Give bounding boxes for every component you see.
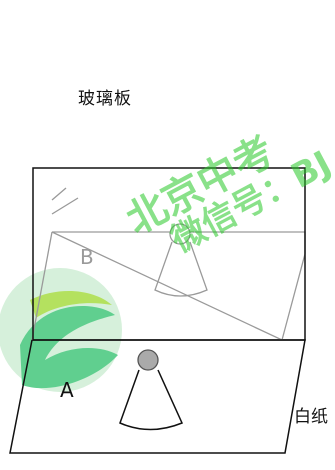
candle-b-body <box>154 241 208 297</box>
candle-b <box>154 223 208 297</box>
logo-swoosh-light <box>30 290 112 318</box>
candle-b-label: B <box>80 245 94 269</box>
watermark-logo <box>0 268 122 392</box>
candle-a-flame <box>137 349 159 371</box>
glass-plate-label: 玻璃板 <box>78 89 132 109</box>
candle-a <box>119 349 184 431</box>
glass-glare-2 <box>51 197 79 215</box>
candle-a-label: A <box>60 378 74 402</box>
glass-plate <box>32 167 306 341</box>
candle-b-flame <box>169 223 191 245</box>
reflection-plane-left <box>31 231 53 341</box>
logo-swoosh <box>20 306 118 389</box>
white-paper-label: 白纸 <box>294 407 328 427</box>
glass-glare-1 <box>51 187 67 201</box>
candle-a-body <box>119 369 184 431</box>
